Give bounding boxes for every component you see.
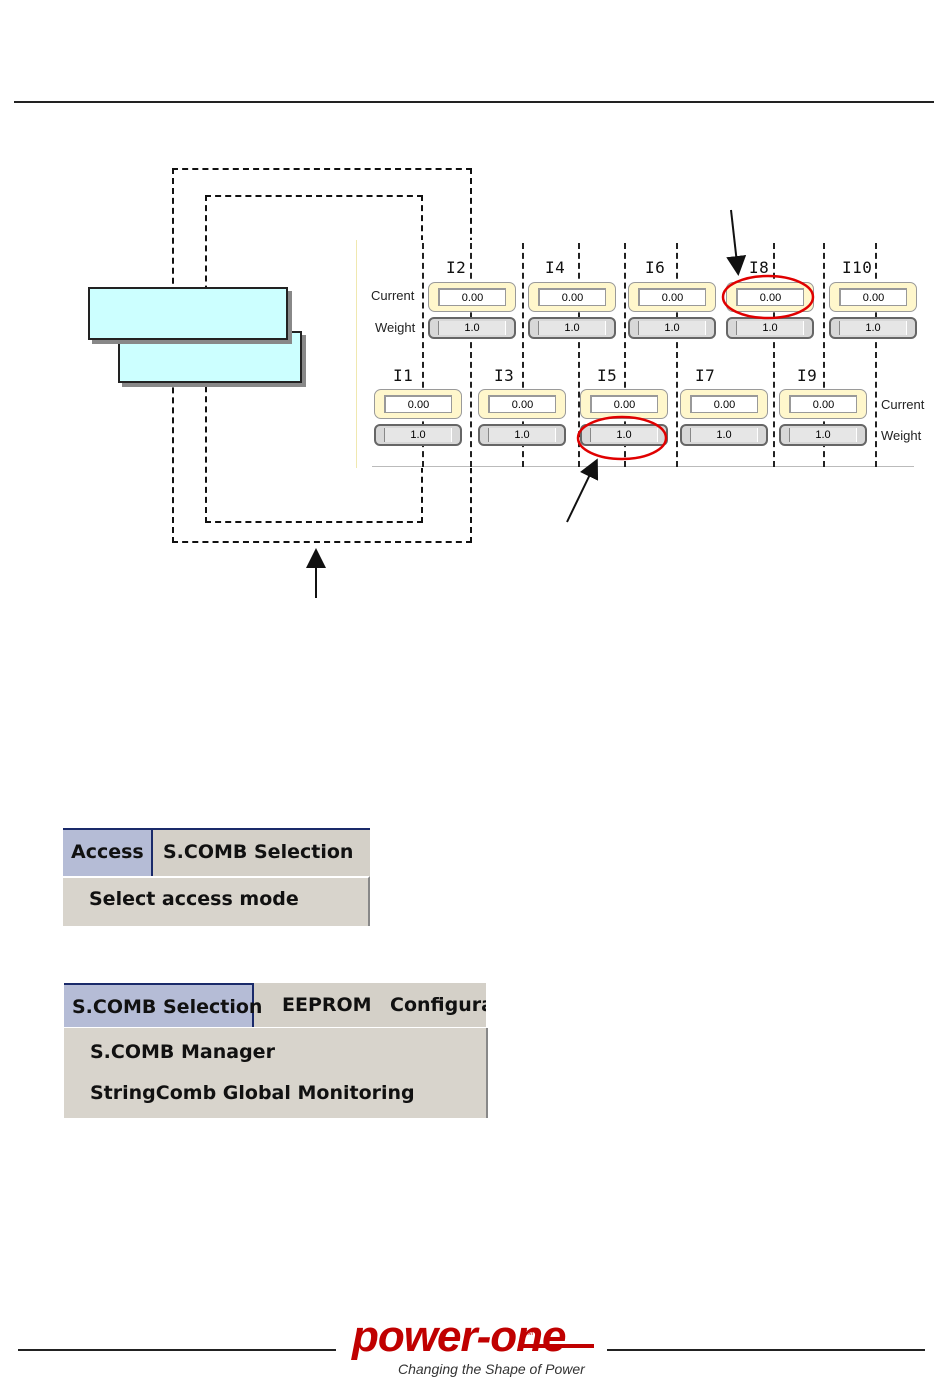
header-rule [14, 101, 934, 103]
channel-separator [823, 243, 825, 467]
channel-separator [422, 243, 424, 467]
current-value: 0.00 [736, 288, 804, 306]
weight-field-i9[interactable]: 1.0 [779, 424, 867, 446]
weight-field-i3[interactable]: 1.0 [478, 424, 566, 446]
logo-trademark: TM [523, 1330, 534, 1337]
footer-rule-left [18, 1349, 336, 1351]
logo-underline [520, 1344, 594, 1348]
channel-separator [676, 243, 678, 467]
weight-field-i1[interactable]: 1.0 [374, 424, 462, 446]
highlight-ellipse-i5 [576, 415, 668, 461]
current-label-bottom: Current [881, 397, 925, 412]
weight-field-i5[interactable]: 1.0 [580, 424, 668, 446]
current-value: 0.00 [488, 395, 556, 413]
current-value: 0.00 [789, 395, 857, 413]
current-value: 0.00 [590, 395, 658, 413]
cyan-box-front [88, 287, 288, 340]
weight-field-i4[interactable]: 1.0 [528, 317, 616, 339]
menu-scomb-selection[interactable]: S.COMB Selection [163, 841, 354, 863]
weight-value: 1.0 [736, 321, 804, 335]
channel-label-i8: I8 [749, 258, 770, 277]
weight-field-i2[interactable]: 1.0 [428, 317, 516, 339]
menuitem-stringcomb-global-monitoring[interactable]: StringComb Global Monitoring [90, 1082, 415, 1104]
current-field-i5[interactable]: 0.00 [580, 389, 668, 419]
channel-separator [578, 243, 580, 467]
footer-rule-right [607, 1349, 925, 1351]
menu-access[interactable]: Access [63, 830, 153, 876]
logo-wordmark: power-one [352, 1312, 566, 1361]
dropdown-2: S.COMB Manager StringComb Global Monitor… [64, 1028, 488, 1118]
weight-label-bottom: Weight [881, 428, 922, 443]
weight-value: 1.0 [590, 428, 658, 442]
dropdown-1: Select access mode [63, 876, 370, 926]
menubar-1: Access S.COMB Selection [63, 828, 370, 876]
current-field-i2[interactable]: 0.00 [428, 282, 516, 312]
arrow-to-i5 [566, 458, 599, 523]
current-value: 0.00 [690, 395, 758, 413]
menubar-2: S.COMB Selection EEPROM Configura [64, 983, 486, 1027]
current-field-i9[interactable]: 0.00 [779, 389, 867, 419]
current-field-i10[interactable]: 0.00 [829, 282, 917, 312]
channel-separator [875, 243, 877, 467]
current-field-i1[interactable]: 0.00 [374, 389, 462, 419]
weight-value: 1.0 [638, 321, 706, 335]
channel-label-i6: I6 [645, 258, 666, 277]
current-field-i8[interactable]: 0.00 [726, 282, 814, 312]
current-label-top: Current [371, 288, 415, 303]
highlight-ellipse-i8 [721, 274, 815, 320]
weight-value: 1.0 [384, 428, 452, 442]
menu-eeprom[interactable]: EEPROM [282, 994, 372, 1016]
arrow-to-i8 [726, 209, 747, 276]
current-value: 0.00 [438, 288, 506, 306]
weight-value: 1.0 [690, 428, 758, 442]
channel-separator [522, 243, 524, 467]
weight-field-i7[interactable]: 1.0 [680, 424, 768, 446]
channel-label-i3: I3 [494, 366, 515, 385]
current-value: 0.00 [384, 395, 452, 413]
weight-value: 1.0 [488, 428, 556, 442]
current-value: 0.00 [538, 288, 606, 306]
menu-configuration[interactable]: Configura [390, 994, 486, 1016]
weight-value: 1.0 [438, 321, 506, 335]
channel-label-i7: I7 [695, 366, 716, 385]
channel-label-i9: I9 [797, 366, 818, 385]
weight-value: 1.0 [789, 428, 857, 442]
channel-separator [470, 243, 472, 467]
annotation-layer [306, 209, 815, 598]
current-field-i7[interactable]: 0.00 [680, 389, 768, 419]
channel-separator [773, 243, 775, 467]
panel-baseline [372, 466, 914, 467]
channel-label-i1: I1 [393, 366, 414, 385]
current-field-i6[interactable]: 0.00 [628, 282, 716, 312]
channel-label-i2: I2 [446, 258, 467, 277]
weight-field-i6[interactable]: 1.0 [628, 317, 716, 339]
menuitem-scomb-manager[interactable]: S.COMB Manager [90, 1041, 275, 1063]
current-value: 0.00 [638, 288, 706, 306]
channel-label-i5: I5 [597, 366, 618, 385]
weight-value: 1.0 [538, 321, 606, 335]
weight-value: 1.0 [839, 321, 907, 335]
menu-scomb-selection-2[interactable]: S.COMB Selection [64, 983, 262, 1027]
current-field-i3[interactable]: 0.00 [478, 389, 566, 419]
channel-label-i10: I10 [842, 258, 873, 277]
channel-label-i4: I4 [545, 258, 566, 277]
weight-label-top: Weight [375, 320, 416, 335]
weight-field-i10[interactable]: 1.0 [829, 317, 917, 339]
current-field-i4[interactable]: 0.00 [528, 282, 616, 312]
menuitem-select-access-mode[interactable]: Select access mode [89, 888, 299, 910]
channel-separator [624, 243, 626, 467]
current-value: 0.00 [839, 288, 907, 306]
logo-tagline: Changing the Shape of Power [398, 1361, 585, 1377]
